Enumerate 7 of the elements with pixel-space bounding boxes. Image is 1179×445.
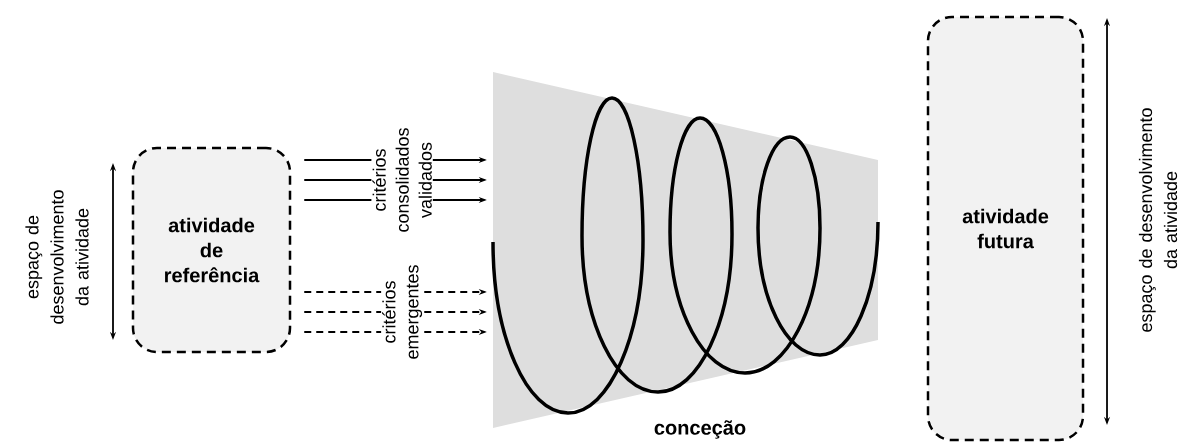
edge-label: critérios consolidados validados [371, 121, 433, 239]
edge-label: critérios emergentes [381, 258, 424, 366]
dimension-label: espaço de desenvolvimento da atividade [1138, 108, 1178, 332]
activity-box: atividade futura [926, 15, 1085, 442]
heading: conceção [654, 420, 746, 439]
dimension-label: espaço de desenvolvimento da atividade [25, 190, 89, 324]
activity-box: atividade de referência [131, 146, 292, 354]
